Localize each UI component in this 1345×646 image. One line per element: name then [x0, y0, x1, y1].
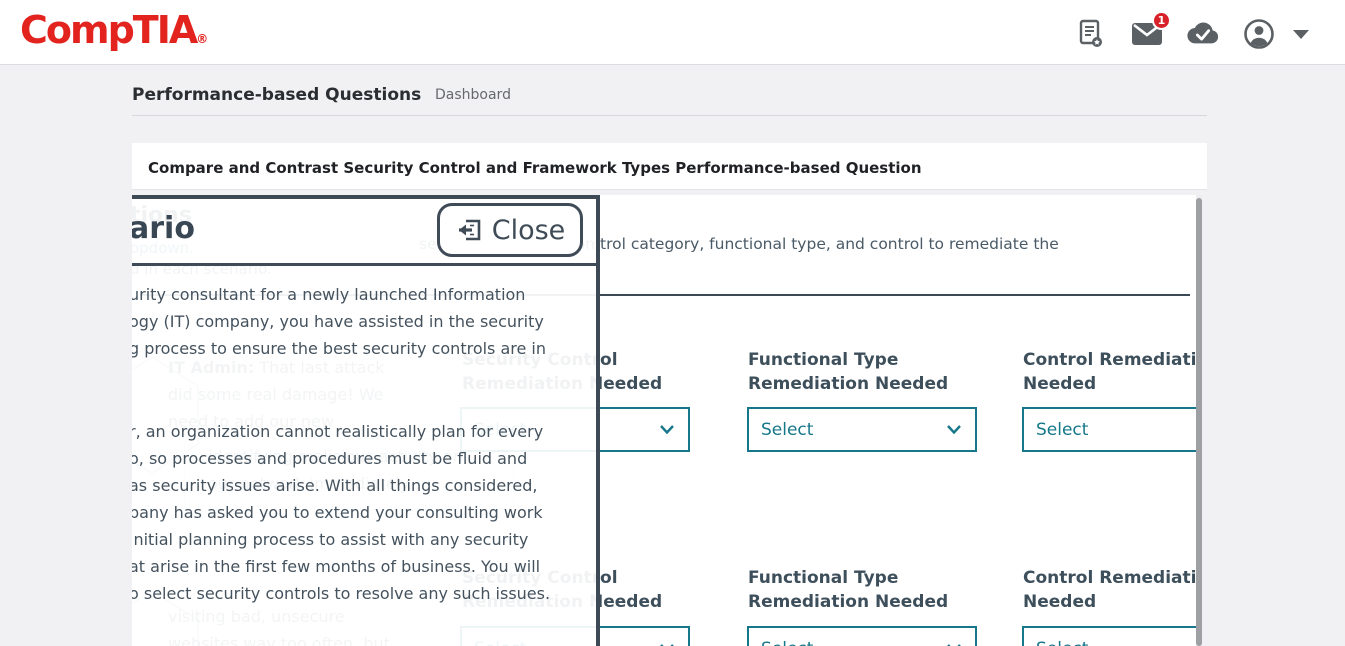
scenario-modal-heading: ario [132, 211, 195, 246]
scrollbar-thumb[interactable] [1196, 198, 1202, 646]
modal-header-divider [132, 263, 596, 266]
registered-mark: ® [196, 32, 209, 46]
header-icon-bar: 1 [1075, 11, 1309, 50]
comptia-logo: CompTIA® [20, 8, 209, 52]
chevron-down-icon [660, 425, 674, 434]
control-remediation-select-2[interactable]: Select [1022, 626, 1196, 646]
scenario-modal: ario Close urity consultant for a newly … [132, 195, 600, 646]
cloud-sync-icon[interactable] [1187, 18, 1219, 50]
close-button-label: Close [491, 214, 566, 246]
nav-divider [132, 115, 1207, 116]
instruction-text: trol category, functional type, and cont… [600, 235, 1059, 253]
section-divider [140, 294, 1190, 296]
scenario-paragraph-1: urity consultant for a newly launched In… [132, 285, 547, 358]
question-card-header: Compare and Contrast Security Control an… [132, 143, 1207, 190]
question-content-viewport: tions opdown. d in each scenario. select… [132, 195, 1196, 646]
scenario-paragraph-2: r, an organization cannot realistically … [132, 422, 551, 603]
question-card-title: Compare and Contrast Security Control an… [148, 159, 922, 177]
certificate-document-icon[interactable] [1075, 18, 1107, 50]
control-remediation-select-1[interactable]: Select [1022, 407, 1196, 452]
dashboard-link[interactable]: Dashboard [435, 87, 511, 103]
account-icon[interactable] [1243, 18, 1275, 50]
chevron-down-icon [947, 425, 961, 434]
mail-unread-badge: 1 [1152, 11, 1171, 30]
top-header: CompTIA® 1 [0, 0, 1345, 65]
functional-type-select-2[interactable]: Select [747, 626, 977, 646]
exit-door-icon [458, 219, 481, 241]
mail-icon[interactable]: 1 [1131, 11, 1171, 50]
functional-type-select-1[interactable]: Select [747, 407, 977, 452]
page-title: Performance-based Questions [132, 85, 422, 105]
account-dropdown-caret[interactable] [1293, 29, 1309, 39]
close-button[interactable]: Close [437, 203, 583, 257]
